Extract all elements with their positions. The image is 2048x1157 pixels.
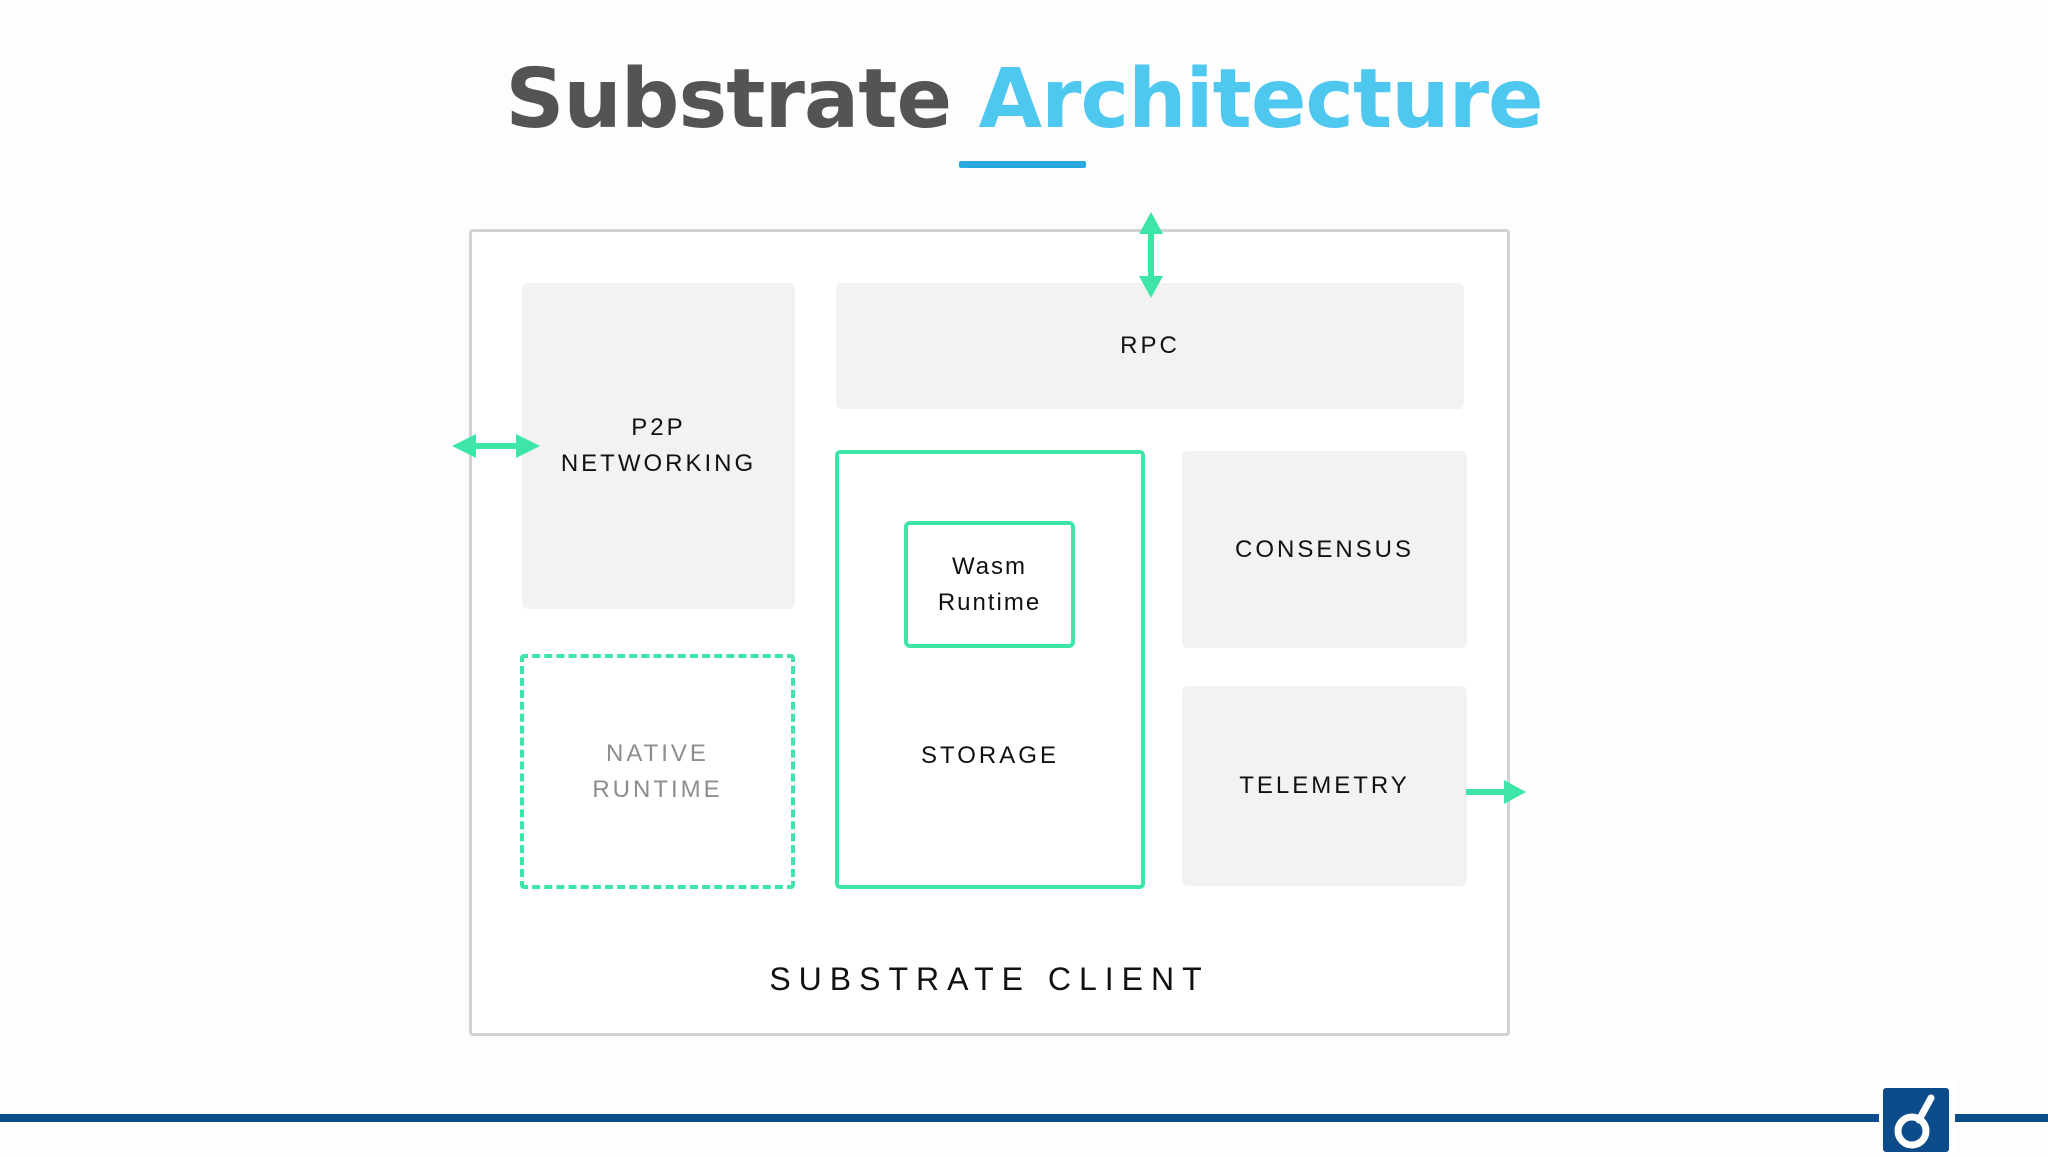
- consensus-label: CONSENSUS: [1234, 535, 1415, 563]
- p2p-bidirectional-arrow-icon: [452, 434, 540, 458]
- rpc-label: RPC: [1120, 332, 1180, 359]
- footer-bar: [0, 1114, 2048, 1122]
- telemetry-label: TELEMETRY: [1239, 772, 1410, 799]
- storage-label: STORAGE: [921, 742, 1059, 769]
- telemetry-right-arrow-icon: [1466, 780, 1526, 804]
- substrate-client-label: SUBSTRATE CLIENT: [769, 961, 1210, 997]
- p2p-networking-box: P2P NETWORKING: [522, 283, 795, 609]
- native-runtime-box: NATIVE RUNTIME: [520, 654, 795, 889]
- rpc-bidirectional-arrow-icon: [1139, 212, 1163, 298]
- native-runtime-label: NATIVE RUNTIME: [592, 739, 723, 803]
- title-word-substrate: Substrate: [505, 52, 952, 147]
- telemetry-box: TELEMETRY: [1182, 686, 1467, 886]
- brand-logo-icon: [1879, 1074, 1955, 1152]
- slide-title: Substrate Architecture: [0, 52, 2048, 147]
- storage-box: STORAGE: [835, 450, 1145, 889]
- title-word-architecture: Architecture: [978, 52, 1544, 147]
- rpc-box: RPC: [836, 283, 1464, 409]
- wasm-runtime-box: Wasm Runtime: [904, 521, 1075, 648]
- wasm-runtime-label: Wasm Runtime: [937, 552, 1042, 616]
- p2p-networking-label: P2P NETWORKING: [560, 414, 757, 477]
- consensus-box: CONSENSUS: [1182, 451, 1467, 648]
- title-underline: [959, 161, 1086, 168]
